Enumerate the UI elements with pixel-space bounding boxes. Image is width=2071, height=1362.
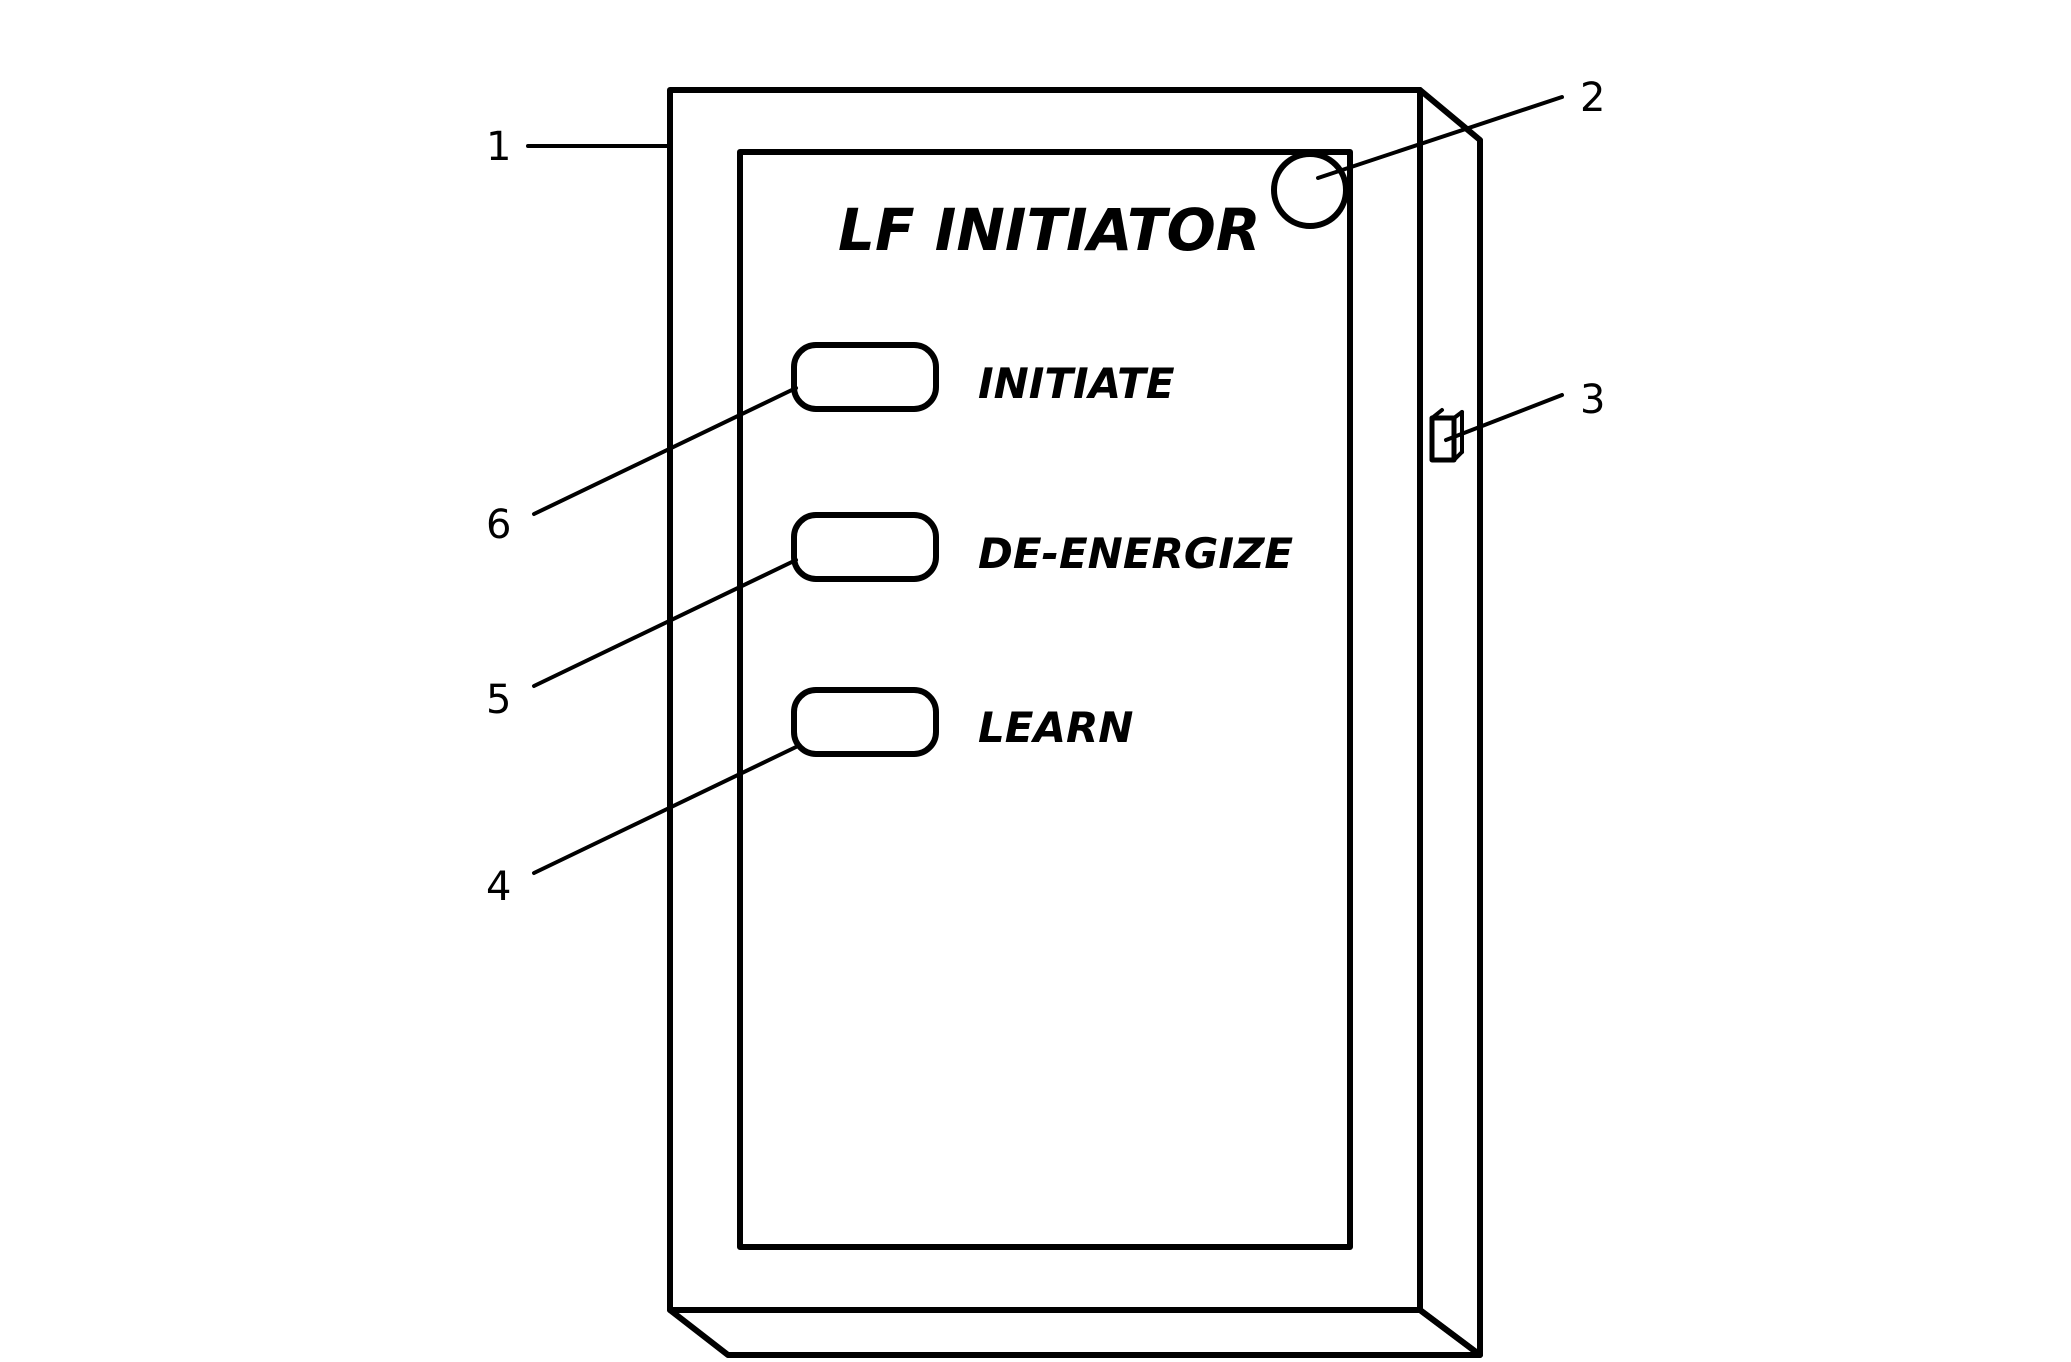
leader-lines (526, 95, 1564, 875)
leader-line-3 (1444, 393, 1564, 442)
initiate-button-label: INITIATE (978, 359, 1175, 408)
callout-2: 2 (1580, 75, 1605, 121)
leader-line-6 (532, 386, 798, 516)
housing-right-side (1417, 87, 1483, 1358)
leader-line-2 (1316, 95, 1564, 180)
leader-line-5 (532, 558, 798, 688)
de-energize-button[interactable] (791, 512, 939, 582)
leader-line-4 (532, 745, 798, 875)
callout-1: 1 (486, 124, 511, 170)
callout-3: 3 (1580, 377, 1605, 423)
callout-4: 4 (486, 864, 511, 910)
housing-front-face (667, 87, 1423, 1313)
initiate-button[interactable] (791, 342, 939, 412)
callout-6: 6 (486, 502, 511, 548)
inner-panel (737, 149, 1353, 1250)
device-title: LF INITIATOR (838, 196, 1260, 264)
indicator-led (1271, 151, 1349, 229)
learn-button[interactable] (791, 687, 939, 757)
callout-5: 5 (486, 677, 511, 723)
device-housing (667, 87, 1483, 1358)
de-energize-button-label: DE-ENERGIZE (978, 529, 1293, 578)
housing-bottom-edge (667, 1307, 1483, 1358)
learn-button-label: LEARN (978, 703, 1133, 752)
